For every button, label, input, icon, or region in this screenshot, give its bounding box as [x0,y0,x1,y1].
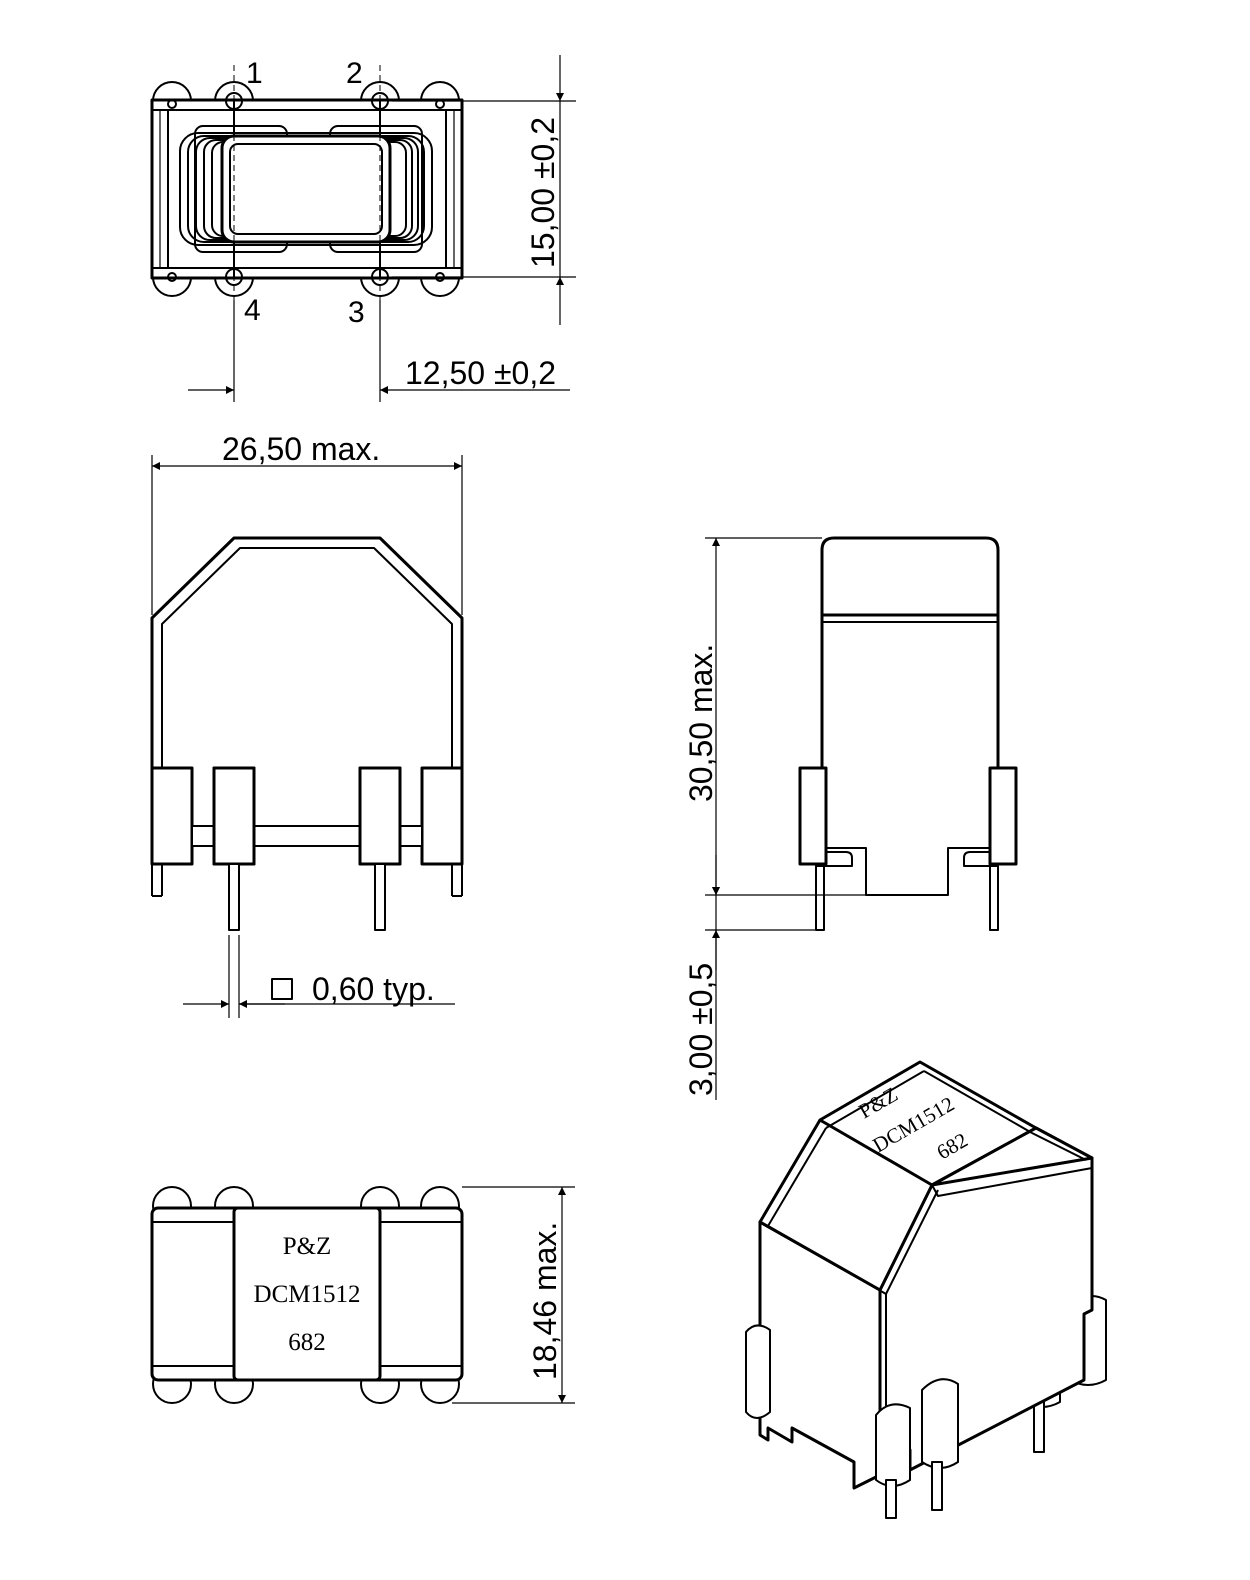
pins-front [222,863,392,931]
top-view: 1 2 4 3 15,00 ±0,2 12,50 ±0,2 [150,55,576,402]
marking-code: 682 [288,1329,326,1356]
square-symbol-icon [271,978,293,1000]
dim-label-pin-length: 3,00 ±0,5 [683,963,719,1096]
dim-pin-col-spacing: 12,50 ±0,2 [188,300,570,402]
pin-label-1: 1 [246,57,263,90]
pin-label-3: 3 [348,296,365,329]
dim-height: 30,50 max. [683,537,866,896]
dim-label-pin-col-spacing: 12,50 ±0,2 [405,355,556,391]
marking-model: DCM1512 [254,1281,361,1308]
dim-label-height: 30,50 max. [683,644,719,802]
dim-depth: 18,46 max. [452,1186,575,1404]
front-view: 26,50 max. [150,431,464,1018]
dim-label-depth: 18,46 max. [527,1222,563,1380]
pin-label-4: 4 [244,294,261,327]
side-view: 30,50 max. 3,00 ±0,5 [683,536,1018,1100]
pin-label-2: 2 [346,57,363,90]
dim-label-width: 26,50 max. [222,431,380,467]
dim-pin-length: 3,00 ±0,5 [683,855,816,1100]
marking-brand: P&Z [283,1233,332,1260]
dim-pin-row-spacing: 15,00 ±0,2 [392,55,576,325]
isometric-view: P&Z DCM1512 682 [745,1060,1107,1519]
dim-label-pin-square: 0,60 typ. [312,971,435,1007]
winding [179,132,433,246]
dim-pin-square: 0,60 typ. [183,935,455,1018]
marking-view: P&Z DCM1512 682 18,46 max. [150,1186,575,1404]
dim-width: 26,50 max. [151,431,463,615]
dim-label-pin-row-spacing: 15,00 ±0,2 [525,117,561,268]
